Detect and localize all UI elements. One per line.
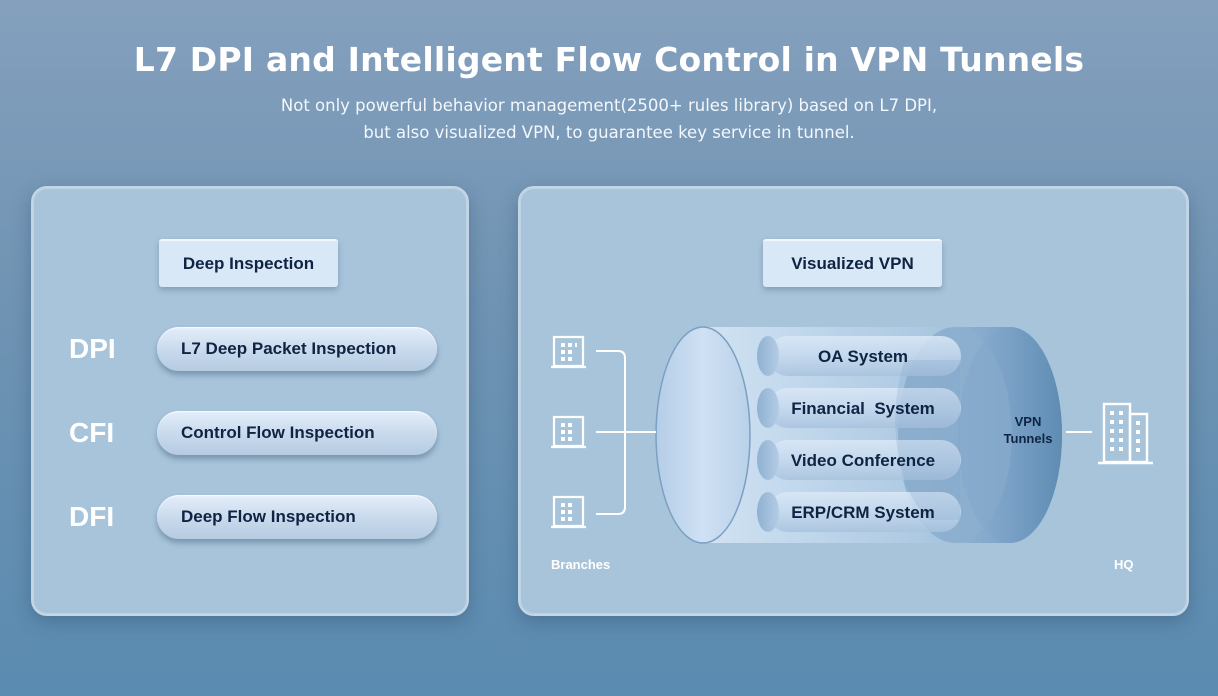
deep-flow-inspection-pill: Deep Flow Inspection — [157, 495, 437, 539]
service-financial-label: Financial System — [791, 399, 935, 418]
hq-building-icon — [1098, 402, 1153, 465]
branches-label: Branches — [551, 557, 611, 572]
service-channel-oa — [757, 336, 961, 376]
service-channel-video — [757, 440, 961, 480]
vpn-tunnels-label-line-2: Tunnels — [1004, 431, 1053, 446]
branch-connector-lines — [596, 350, 1092, 515]
branch-building-icon — [551, 495, 586, 529]
page-subtitle-line-1: Not only powerful behavior management(25… — [280, 96, 938, 115]
cfi-abbr: CFI — [69, 417, 115, 448]
service-channel-financial — [757, 388, 961, 428]
page-title: L7 DPI and Intelligent Flow Control in V… — [133, 40, 1085, 79]
dpi-abbr: DPI — [69, 333, 116, 364]
deep-inspection-tag: Deep Inspection — [159, 239, 338, 287]
hq-label: HQ — [1114, 557, 1134, 572]
vpn-tunnel-body — [703, 327, 1062, 543]
control-flow-inspection-pill: Control Flow Inspection — [157, 411, 437, 455]
page-subtitle-line-2: but also visualized VPN, to guarantee ke… — [363, 123, 855, 142]
visualized-vpn-tag: Visualized VPN — [763, 239, 942, 287]
l7-deep-packet-inspection-pill: L7 Deep Packet Inspection — [157, 327, 437, 371]
service-oa-label: OA System — [818, 347, 908, 366]
deep-inspection-panel — [31, 186, 469, 616]
branch-building-icon — [551, 415, 586, 449]
service-video-conference-label: Video Conference — [791, 451, 935, 470]
dfi-abbr: DFI — [69, 501, 115, 532]
service-channel-erp — [757, 492, 961, 532]
service-erp-crm-label: ERP/CRM System — [791, 503, 935, 522]
vpn-tunnel-front-cap — [655, 326, 751, 544]
vpn-tunnels-label-line-1: VPN — [1015, 414, 1042, 429]
branch-building-icon — [551, 335, 586, 369]
